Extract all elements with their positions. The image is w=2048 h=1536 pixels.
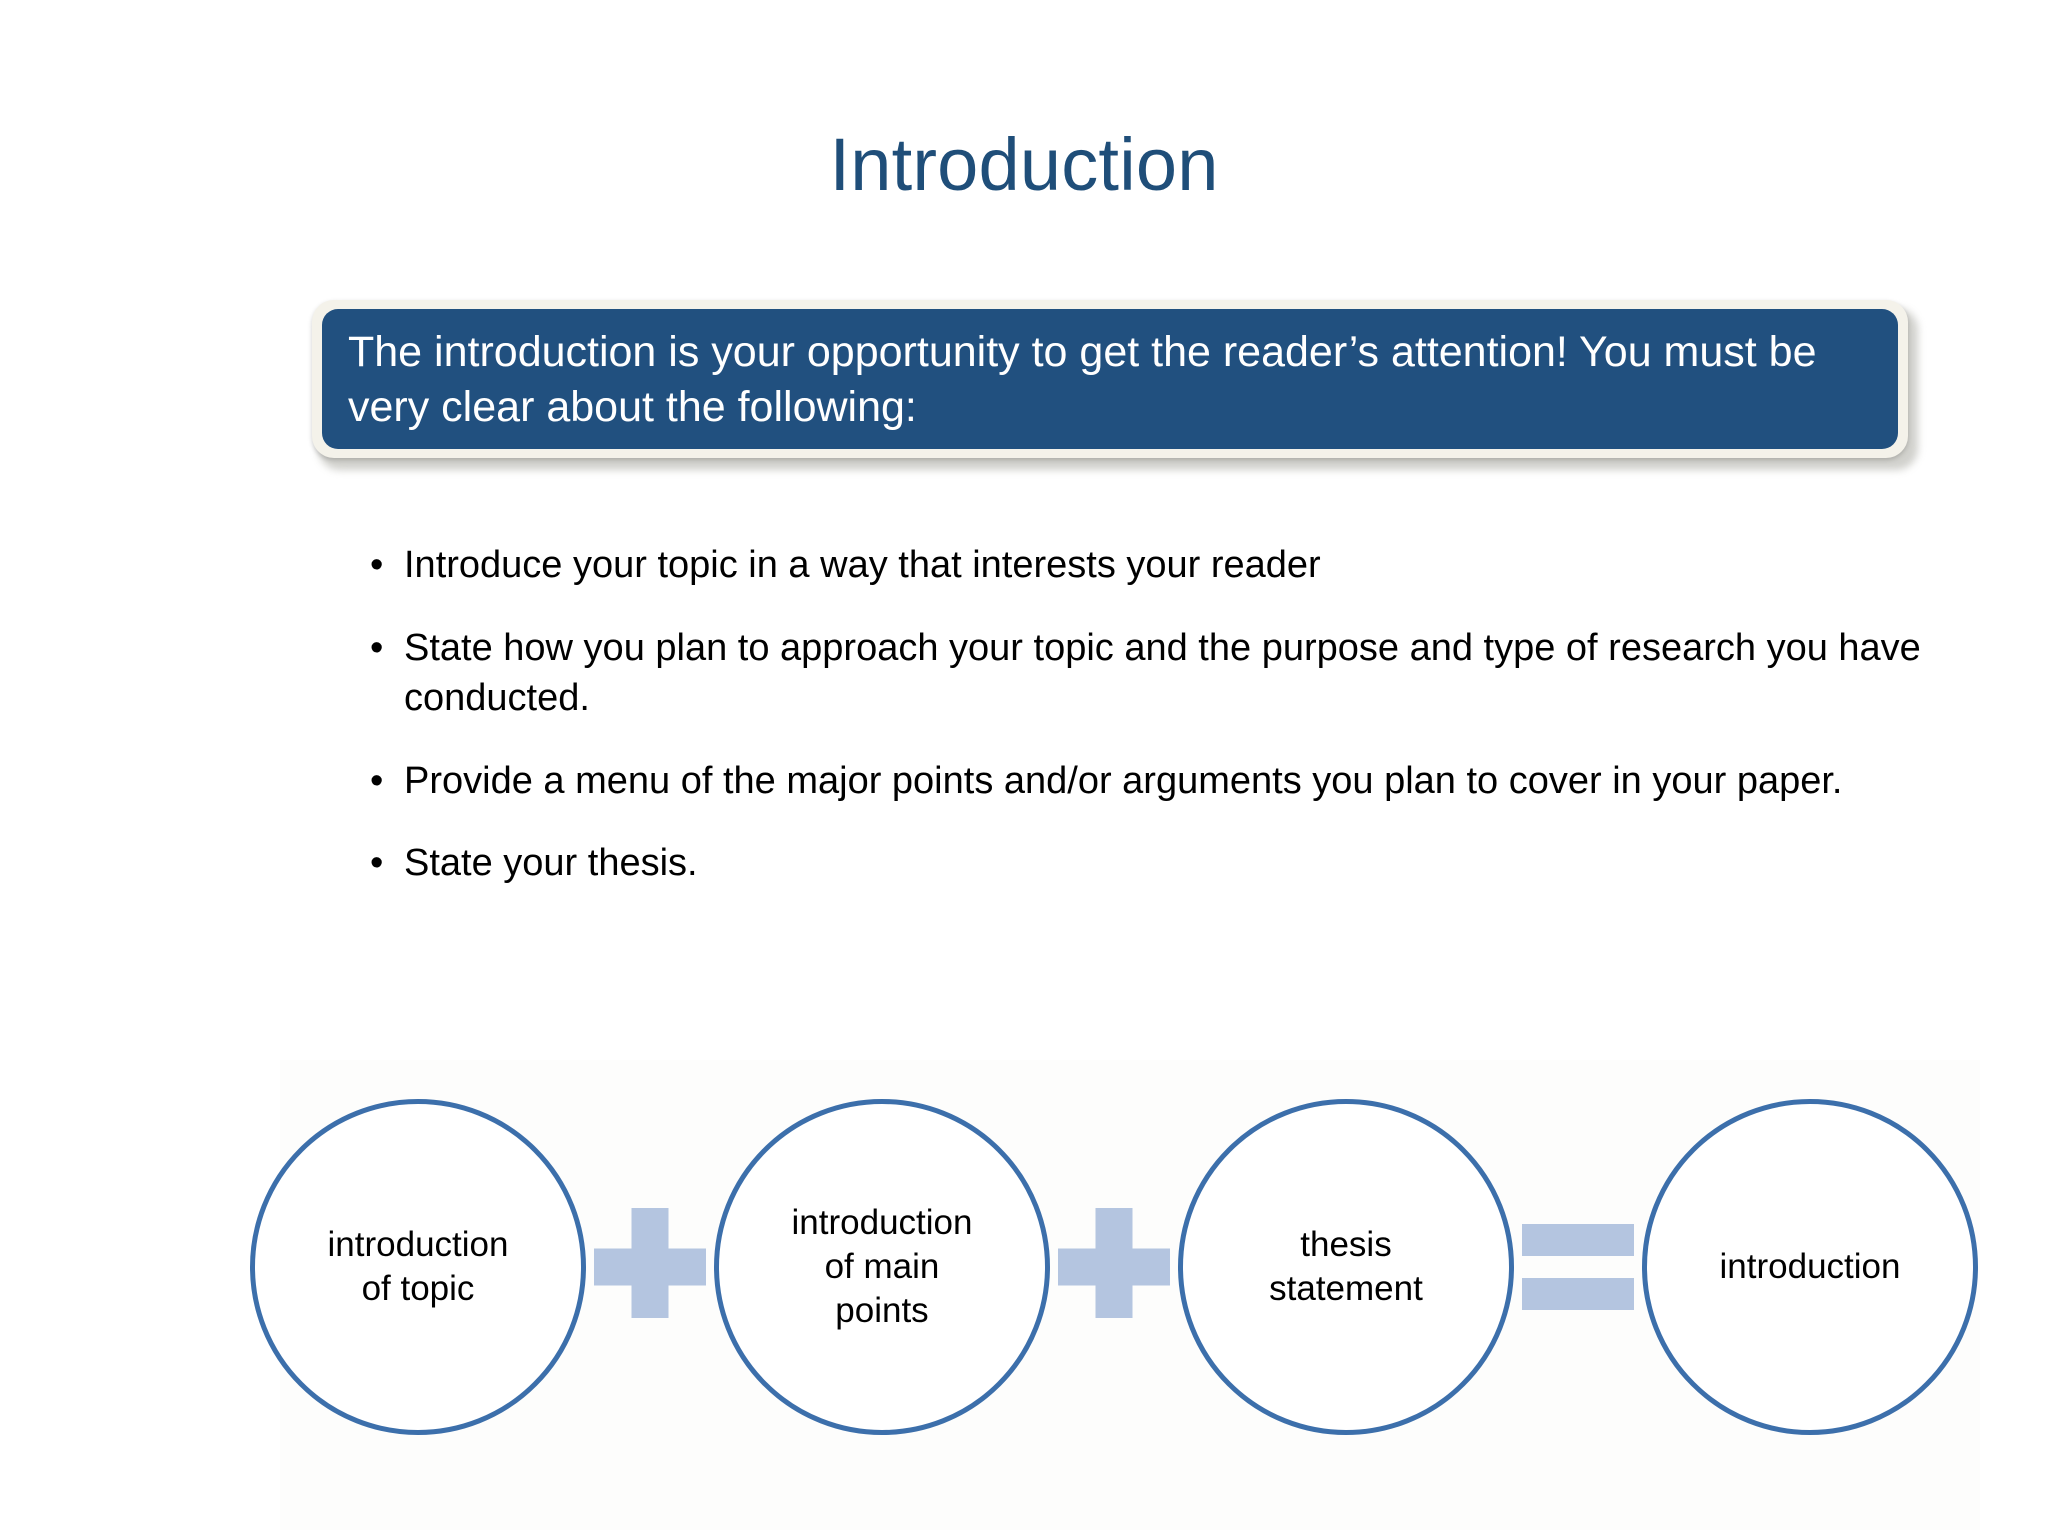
page-title: Introduction [829, 123, 1219, 206]
bullet-marker-icon: • [370, 544, 384, 586]
bullet-marker-icon: • [370, 626, 384, 669]
bullet-text: Introduce your topic in a way that inter… [404, 544, 1321, 586]
equals-operator-icon [1514, 1202, 1642, 1332]
bullet-marker-icon: • [370, 842, 384, 885]
banner-fill: The introduction is your opportunity to … [322, 309, 1898, 449]
plus-operator-icon [1050, 1202, 1178, 1332]
diagram-circle-introduction: introduction [1642, 1099, 1978, 1435]
bullet-text: State your thesis. [404, 842, 698, 885]
circle-label: introduction [1719, 1247, 1901, 1287]
list-item: • Provide a menu of the major points and… [370, 756, 1930, 807]
bullet-text: Provide a menu of the major points and/o… [404, 759, 1843, 802]
banner-outer-border: The introduction is your opportunity to … [312, 300, 1908, 458]
banner-text: The introduction is your opportunity to … [348, 328, 1817, 431]
bullet-list: • Introduce your topic in a way that int… [370, 540, 1930, 921]
bullet-text: State how you plan to approach your topi… [404, 626, 1921, 720]
list-item: • State how you plan to approach your to… [370, 623, 1930, 724]
list-item: • State your thesis. [370, 838, 1930, 889]
bullet-marker-icon: • [370, 759, 384, 802]
plus-operator-icon [586, 1202, 714, 1332]
callout-banner: The introduction is your opportunity to … [312, 300, 1920, 470]
list-item: • Introduce your topic in a way that int… [370, 540, 1930, 591]
